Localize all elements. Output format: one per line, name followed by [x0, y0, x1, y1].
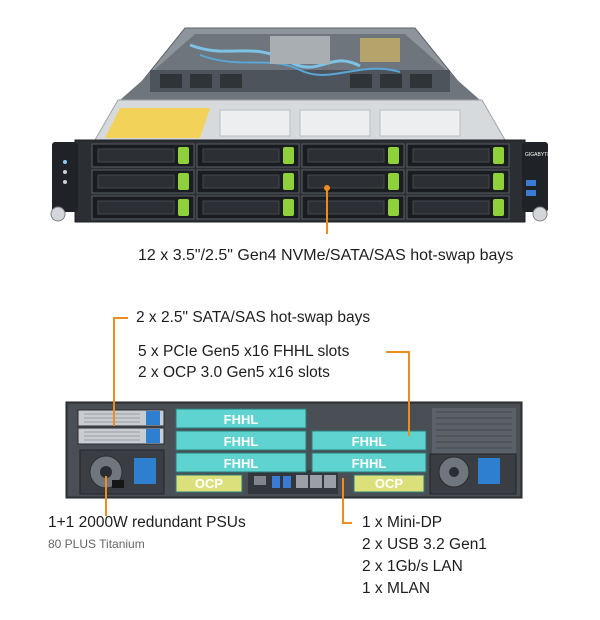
drive-latch-icon[interactable]: [388, 199, 399, 216]
pcie-slot-4[interactable]: FHHL: [311, 430, 427, 451]
lan-port-2[interactable]: [310, 475, 322, 488]
ocp-slot-2-tag: OCP: [375, 476, 404, 491]
pcie-slot-1[interactable]: FHHL: [175, 408, 307, 429]
callout-dot-front: [324, 185, 330, 191]
drive-latch-icon[interactable]: [388, 147, 399, 164]
usb-port-2[interactable]: [283, 476, 291, 488]
pcie-slot-2-tag: FHHL: [224, 434, 259, 449]
pcie-slot-3-tag: FHHL: [224, 456, 259, 471]
psu-left-handle[interactable]: [134, 458, 156, 484]
drive-latch-icon[interactable]: [283, 147, 294, 164]
io-usb-label: 2 x USB 3.2 Gen1: [362, 536, 487, 553]
usb-port-1[interactable]: [272, 476, 280, 488]
drive-latch-icon[interactable]: [178, 199, 189, 216]
right-thumbscrew-icon[interactable]: [532, 206, 548, 222]
drive-latch-icon[interactable]: [493, 199, 504, 216]
io-lan-label: 2 x 1Gb/s LAN: [362, 558, 463, 575]
ocp-slots-label: 2 x OCP 3.0 Gen5 x16 slots: [138, 364, 330, 381]
front-drive-bay[interactable]: [301, 195, 405, 220]
drive-latch-icon[interactable]: [388, 173, 399, 190]
pcie-slot-3[interactable]: FHHL: [175, 452, 307, 473]
front-bays-label: 12 x 3.5"/2.5" Gen4 NVMe/SATA/SAS hot-sw…: [138, 247, 514, 264]
psu-label: 1+1 2000W redundant PSUs: [48, 514, 246, 531]
rear-small-bays-label: 2 x 2.5" SATA/SAS hot-swap bays: [136, 309, 371, 326]
pcie-slot-4-tag: FHHL: [352, 434, 387, 449]
drive-latch-icon[interactable]: [283, 199, 294, 216]
front-drive-bay[interactable]: [196, 143, 300, 168]
pcie-slot-1-tag: FHHL: [224, 412, 259, 427]
pcie-slot-5-tag: FHHL: [352, 456, 387, 471]
front-drive-bay[interactable]: [406, 195, 510, 220]
front-drive-bays: [91, 143, 510, 220]
front-drive-bay[interactable]: [196, 195, 300, 220]
warning-sticker: [105, 108, 210, 138]
callout-lines: [105, 188, 410, 524]
psu-sub-label: 80 PLUS Titanium: [48, 537, 145, 551]
io-mlan-label: 1 x MLAN: [362, 580, 431, 597]
psu-right-handle[interactable]: [478, 458, 500, 484]
pcie-slots-label: 5 x PCIe Gen5 x16 FHHL slots: [138, 343, 350, 360]
left-thumbscrew-icon[interactable]: [50, 206, 66, 222]
front-drive-bay[interactable]: [406, 169, 510, 194]
front-drive-bay[interactable]: [91, 195, 195, 220]
drive-latch-icon[interactable]: [283, 173, 294, 190]
drive-latch-icon[interactable]: [178, 147, 189, 164]
drive-latch-icon[interactable]: [178, 173, 189, 190]
ocp-slot-2[interactable]: OCP: [353, 474, 425, 493]
brand-logo: GIGABYTE: [525, 152, 551, 158]
drive-latch-icon[interactable]: [493, 147, 504, 164]
drive-latch-icon[interactable]: [493, 173, 504, 190]
lan-port-1[interactable]: [296, 475, 308, 488]
front-drive-bay[interactable]: [91, 143, 195, 168]
ocp-slot-1[interactable]: OCP: [175, 474, 243, 493]
pcie-slot-2[interactable]: FHHL: [175, 430, 307, 451]
front-server-chassis-top: [93, 27, 507, 141]
front-drive-bay[interactable]: [91, 169, 195, 194]
front-drive-bay[interactable]: [301, 169, 405, 194]
front-drive-bay[interactable]: [406, 143, 510, 168]
front-drive-bay[interactable]: [196, 169, 300, 194]
mlan-port[interactable]: [324, 475, 336, 488]
mini-dp-port[interactable]: [254, 476, 266, 485]
io-mini-dp-label: 1 x Mini-DP: [362, 514, 443, 531]
front-drive-bay[interactable]: [301, 143, 405, 168]
pcie-slot-5[interactable]: FHHL: [311, 452, 427, 473]
ocp-slot-1-tag: OCP: [195, 476, 224, 491]
